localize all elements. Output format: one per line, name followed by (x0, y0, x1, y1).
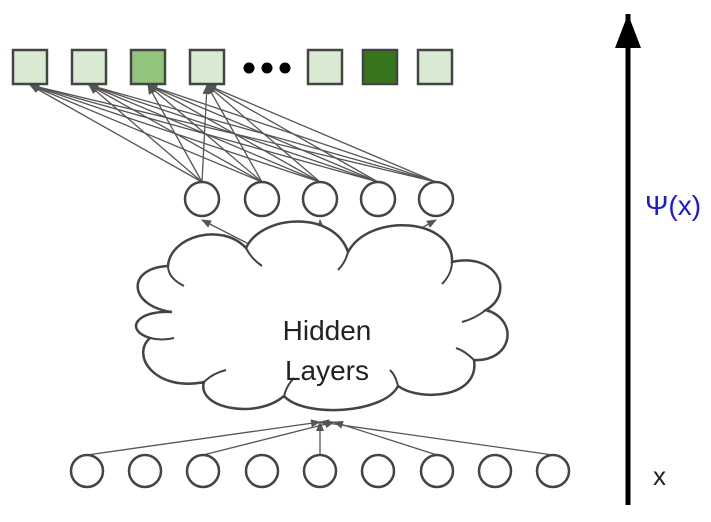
input-layer (69, 453, 571, 489)
output-square (188, 48, 226, 86)
output-square (129, 48, 167, 86)
input-node (535, 453, 571, 489)
input-node (419, 453, 455, 489)
output-edge (29, 84, 321, 183)
input-node (69, 453, 105, 489)
cloud-label-line1: Hidden (283, 315, 372, 346)
output-square (416, 48, 454, 86)
input-node (477, 453, 513, 489)
cloud-inner-curve (283, 377, 295, 397)
input-node (185, 453, 221, 489)
output-edge (29, 83, 437, 183)
input-to-hidden-connections (86, 419, 554, 456)
cloud-inner-curve (389, 369, 399, 387)
output-square (11, 48, 49, 86)
output-edge (29, 83, 379, 183)
output-edge (29, 84, 263, 183)
input-edge (319, 419, 554, 456)
embedding-node (359, 180, 397, 218)
hidden-layers-cloud: Hidden Layers (134, 220, 509, 412)
cloud-label-line2: Layers (285, 355, 369, 386)
input-edge (86, 419, 321, 456)
embedding-node (243, 180, 281, 218)
cloud-inner-curve (337, 251, 349, 271)
output-square (361, 48, 399, 86)
embedding-node (301, 180, 339, 218)
embedding-layer (183, 180, 455, 218)
ellipsis-dot (243, 62, 255, 74)
cloud-inner-curve (441, 261, 453, 285)
output-connections (29, 83, 437, 183)
cloud-inner-curve (245, 247, 263, 267)
input-edge (333, 420, 438, 456)
output-edge (88, 83, 437, 183)
embedding-node (417, 180, 455, 218)
output-edge (147, 84, 437, 183)
input-node (302, 453, 338, 489)
input-node (244, 453, 280, 489)
embedding-node (183, 180, 221, 218)
cloud-inner-curve (461, 309, 487, 323)
ellipsis-dot (279, 62, 291, 74)
psi-axis: Ψ(x) x (615, 14, 701, 505)
x-label: x (653, 461, 666, 491)
cloud-inner-curve (455, 347, 475, 361)
output-vector (11, 48, 454, 86)
output-edge (29, 84, 203, 183)
output-square (70, 48, 108, 86)
input-edge (202, 420, 335, 456)
cloud-shape (134, 220, 509, 412)
output-square (306, 48, 344, 86)
input-node (127, 453, 163, 489)
psi-label: Ψ(x) (645, 190, 701, 221)
output-edge (206, 84, 437, 183)
cloud-inner-curve (149, 337, 175, 341)
cloud-inner-curve (167, 265, 185, 287)
cloud-inner-curve (203, 369, 227, 383)
ellipsis-dot (261, 62, 273, 74)
ellipsis-dots (243, 62, 291, 74)
input-node (360, 453, 396, 489)
